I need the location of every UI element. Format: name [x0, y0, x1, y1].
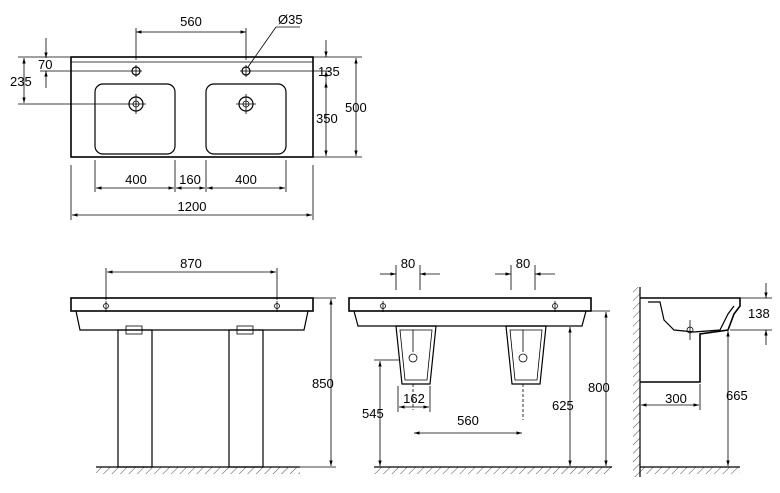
dim-80-left: 80 — [401, 256, 415, 271]
basin-top — [70, 297, 314, 312]
dim-625: 625 — [552, 398, 574, 413]
dim-545: 545 — [362, 406, 384, 421]
dim-162: 162 — [403, 391, 425, 406]
dim-80-right: 80 — [516, 256, 530, 271]
dim-bowl-gap: 160 — [179, 172, 201, 187]
right-tap-hole — [240, 65, 252, 77]
wall-basin-top — [348, 297, 592, 312]
right-drain — [236, 94, 256, 114]
front-wall-view: 80 80 162 560 545 625 800 — [348, 256, 612, 474]
basin-profile — [640, 297, 741, 383]
side-view: 138 300 665 — [633, 283, 772, 477]
dim-135: 135 — [318, 64, 340, 79]
dim-665: 665 — [726, 388, 748, 403]
dim-138: 138 — [748, 306, 770, 321]
pedestal-right — [228, 329, 264, 468]
dim-70: 70 — [38, 57, 52, 72]
dim-1200: 1200 — [178, 199, 207, 214]
left-drain — [126, 94, 146, 114]
dim-800: 800 — [588, 380, 610, 395]
dim-300: 300 — [665, 391, 687, 406]
dim-350: 350 — [316, 111, 338, 126]
dim-hole-diameter: Ø35 — [278, 12, 303, 27]
right-bowl — [205, 83, 287, 155]
left-bowl — [94, 83, 176, 155]
dim-235: 235 — [10, 74, 32, 89]
siphon-right — [505, 325, 547, 420]
dim-850: 850 — [312, 376, 334, 391]
dim-bowl-right: 400 — [235, 172, 257, 187]
top-view-outline — [70, 56, 314, 158]
front-pedestal-view: 870 850 — [70, 256, 336, 474]
siphon-left — [395, 325, 437, 410]
left-tap-hole — [130, 65, 142, 77]
dim-560-traps: 560 — [457, 413, 479, 428]
top-view: 560 Ø35 70 235 135 350 500 400 — [10, 12, 367, 220]
dim-500: 500 — [345, 100, 367, 115]
dim-bowl-left: 400 — [125, 172, 147, 187]
dim-tap-spacing: 560 — [180, 14, 202, 29]
dim-870: 870 — [180, 256, 202, 271]
pedestal-left — [117, 329, 153, 468]
